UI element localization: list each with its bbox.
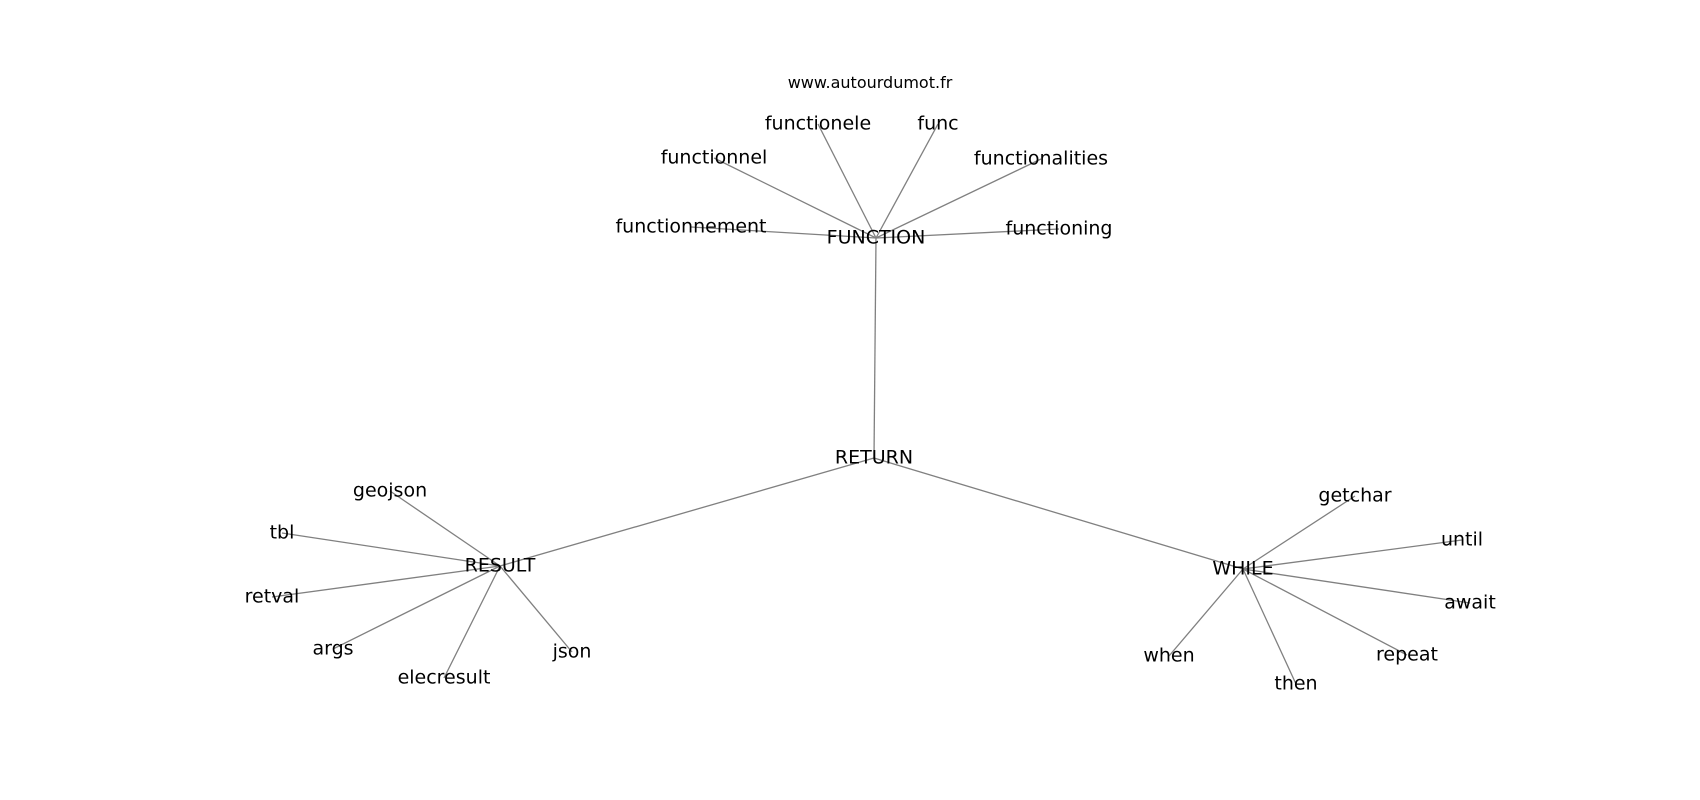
edge-result-tbl — [281, 532, 501, 567]
node-await: await — [1444, 592, 1496, 614]
node-functionnement: functionnement — [615, 216, 766, 238]
edge-result-elecresult — [443, 565, 501, 679]
edge-while-when — [1168, 568, 1244, 657]
edge-function-functionnel — [713, 157, 877, 239]
edge-result-json — [499, 565, 573, 653]
node-functionele: functionele — [765, 113, 871, 135]
node-layer: RETURN FUNCTION RESULT WHILE functionele func… — [245, 113, 1496, 695]
edge-while-then — [1242, 568, 1297, 685]
node-elecresult: elecresult — [398, 667, 491, 689]
edge-return-function — [873, 237, 877, 459]
node-until: until — [1441, 529, 1483, 551]
node-args: args — [312, 638, 353, 660]
edge-while-getchar — [1242, 495, 1356, 570]
node-function: FUNCTION — [827, 227, 926, 249]
edge-while-until — [1242, 539, 1463, 570]
edge-while-repeat — [1242, 568, 1408, 656]
source-watermark: www.autourdumot.fr — [788, 73, 953, 92]
node-functionalities: functionalities — [974, 148, 1108, 170]
edge-function-functionalities — [875, 158, 1042, 239]
edge-result-geojson — [389, 490, 501, 567]
edge-function-functioning — [875, 228, 1060, 239]
edge-function-functionnement — [690, 226, 877, 239]
node-return: RETURN — [835, 447, 913, 469]
node-repeat: repeat — [1376, 644, 1438, 666]
edge-function-func — [875, 123, 939, 239]
node-functionnel: functionnel — [661, 147, 768, 169]
node-getchar: getchar — [1318, 485, 1391, 507]
node-functioning: functioning — [1006, 218, 1113, 240]
edge-while-await — [1242, 568, 1471, 604]
node-while: WHILE — [1212, 558, 1273, 580]
node-result: RESULT — [465, 555, 536, 577]
edge-result-retval — [271, 565, 501, 598]
edge-return-result — [499, 457, 875, 567]
node-then: then — [1274, 673, 1317, 695]
node-retval: retval — [245, 586, 300, 608]
edge-result-args — [332, 565, 501, 650]
edge-return-while — [873, 457, 1244, 570]
node-func: func — [917, 113, 958, 135]
node-json: json — [552, 641, 592, 663]
edge-function-functionele — [817, 123, 877, 239]
edge-layer — [271, 123, 1471, 685]
node-when: when — [1143, 645, 1194, 667]
node-tbl: tbl — [270, 522, 295, 544]
node-geojson: geojson — [353, 480, 427, 502]
